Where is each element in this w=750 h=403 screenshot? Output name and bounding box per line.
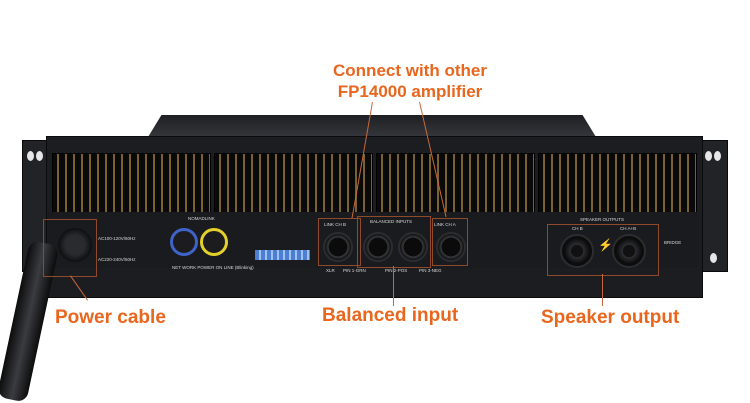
link-ch-b-label: LINK CH B bbox=[324, 222, 347, 227]
rack-hole bbox=[710, 253, 717, 263]
annotation-line-2: FP14000 amplifier bbox=[337, 82, 483, 101]
amplifier-top-cover bbox=[148, 115, 596, 137]
rack-hole bbox=[705, 151, 712, 161]
lightning-icon: ⚡ bbox=[598, 238, 613, 252]
xlr-input-b bbox=[363, 232, 393, 262]
xlr-link-ch-a bbox=[436, 232, 466, 262]
vent-bank bbox=[538, 153, 697, 213]
xlr-link-ch-b bbox=[323, 232, 353, 262]
annotation-balanced-input: Balanced input bbox=[322, 305, 459, 326]
ch-ab-label: CH A+B bbox=[620, 226, 637, 231]
speaker-callout-box bbox=[547, 224, 659, 276]
callout-line-balanced bbox=[393, 266, 394, 306]
balanced-input-callout bbox=[357, 216, 431, 268]
vent-bank bbox=[214, 153, 373, 213]
speakon-ch-b bbox=[560, 234, 594, 268]
annotation-power-cable: Power cable bbox=[55, 307, 166, 328]
ac-high-label: AC220-240V/50Hz bbox=[98, 257, 136, 262]
vent-bank bbox=[52, 153, 211, 213]
xlr-input-a bbox=[398, 232, 428, 262]
dip-switches bbox=[255, 250, 310, 260]
rack-hole bbox=[27, 151, 34, 161]
network-label: NET WORK POWER ON LINE (Blinking) bbox=[172, 265, 254, 270]
annotation-line-1: Connect with other bbox=[333, 61, 487, 80]
network-port-in bbox=[170, 228, 198, 256]
annotation-connect-amplifier: Connect with other FP14000 amplifier bbox=[300, 60, 520, 102]
callout-line-speaker bbox=[602, 274, 603, 306]
annotation-speaker-output: Speaker output bbox=[541, 307, 680, 328]
nomadlink-label: NOMADLINK bbox=[188, 216, 215, 221]
ac-low-label: AC100-120V/60Hz bbox=[98, 236, 136, 241]
balanced-inputs-label: BALANCED INPUTS bbox=[370, 219, 413, 224]
link-ch-a-callout bbox=[432, 218, 468, 266]
speaker-outputs-label: SPEAKER OUTPUTS bbox=[580, 217, 625, 222]
xlr-label: XLR bbox=[326, 268, 335, 273]
rack-ear-right bbox=[700, 140, 728, 272]
vent-bank bbox=[376, 153, 535, 213]
bridge-label: BRIDGE bbox=[664, 240, 682, 245]
power-callout-box bbox=[43, 219, 97, 277]
link-ch-a-label: LINK CH A bbox=[434, 222, 456, 227]
pin1-label: PIN 1-GRN bbox=[343, 268, 366, 273]
pin2-label: PIN 2-POS bbox=[385, 268, 408, 273]
ch-b-label: CH B bbox=[572, 226, 583, 231]
rack-hole bbox=[714, 151, 721, 161]
power-connector bbox=[58, 228, 92, 262]
speakon-ch-ab bbox=[612, 234, 646, 268]
link-ch-b-callout bbox=[318, 218, 361, 266]
rack-hole bbox=[36, 151, 43, 161]
network-port-out bbox=[200, 228, 228, 256]
ventilation-grille bbox=[52, 153, 697, 213]
pin3-label: PIN 3-NEG bbox=[419, 268, 442, 273]
